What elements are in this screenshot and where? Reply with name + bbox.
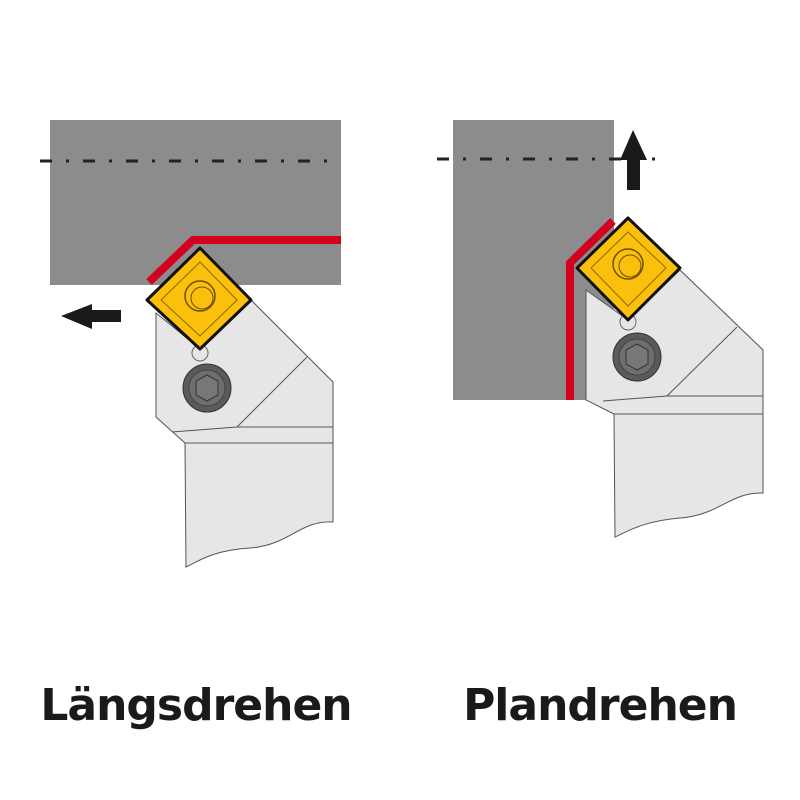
insert-hole [184,280,216,312]
insert-hole [190,286,214,310]
label-longitudinal-turning: Längsdrehen [40,680,352,731]
insert-chipbreaker [590,231,667,307]
cut-path [146,236,341,285]
cut-path [566,218,616,400]
arrow-left-icon [61,304,121,329]
insert-chipbreaker [160,261,238,337]
longitudinal-turning-figure [40,120,341,568]
clamp-screw-icon [612,332,662,382]
holder-edge [666,326,738,397]
label-facing: Plandrehen [463,680,738,731]
insert-hole [618,254,642,278]
holder-edge [236,356,308,428]
facing-figure [437,120,764,538]
arrow-up-icon [620,130,647,190]
tool-shank [184,442,334,568]
clamp-screw-icon [182,363,232,413]
insert-hole [612,248,644,280]
tool-shank [613,413,764,538]
